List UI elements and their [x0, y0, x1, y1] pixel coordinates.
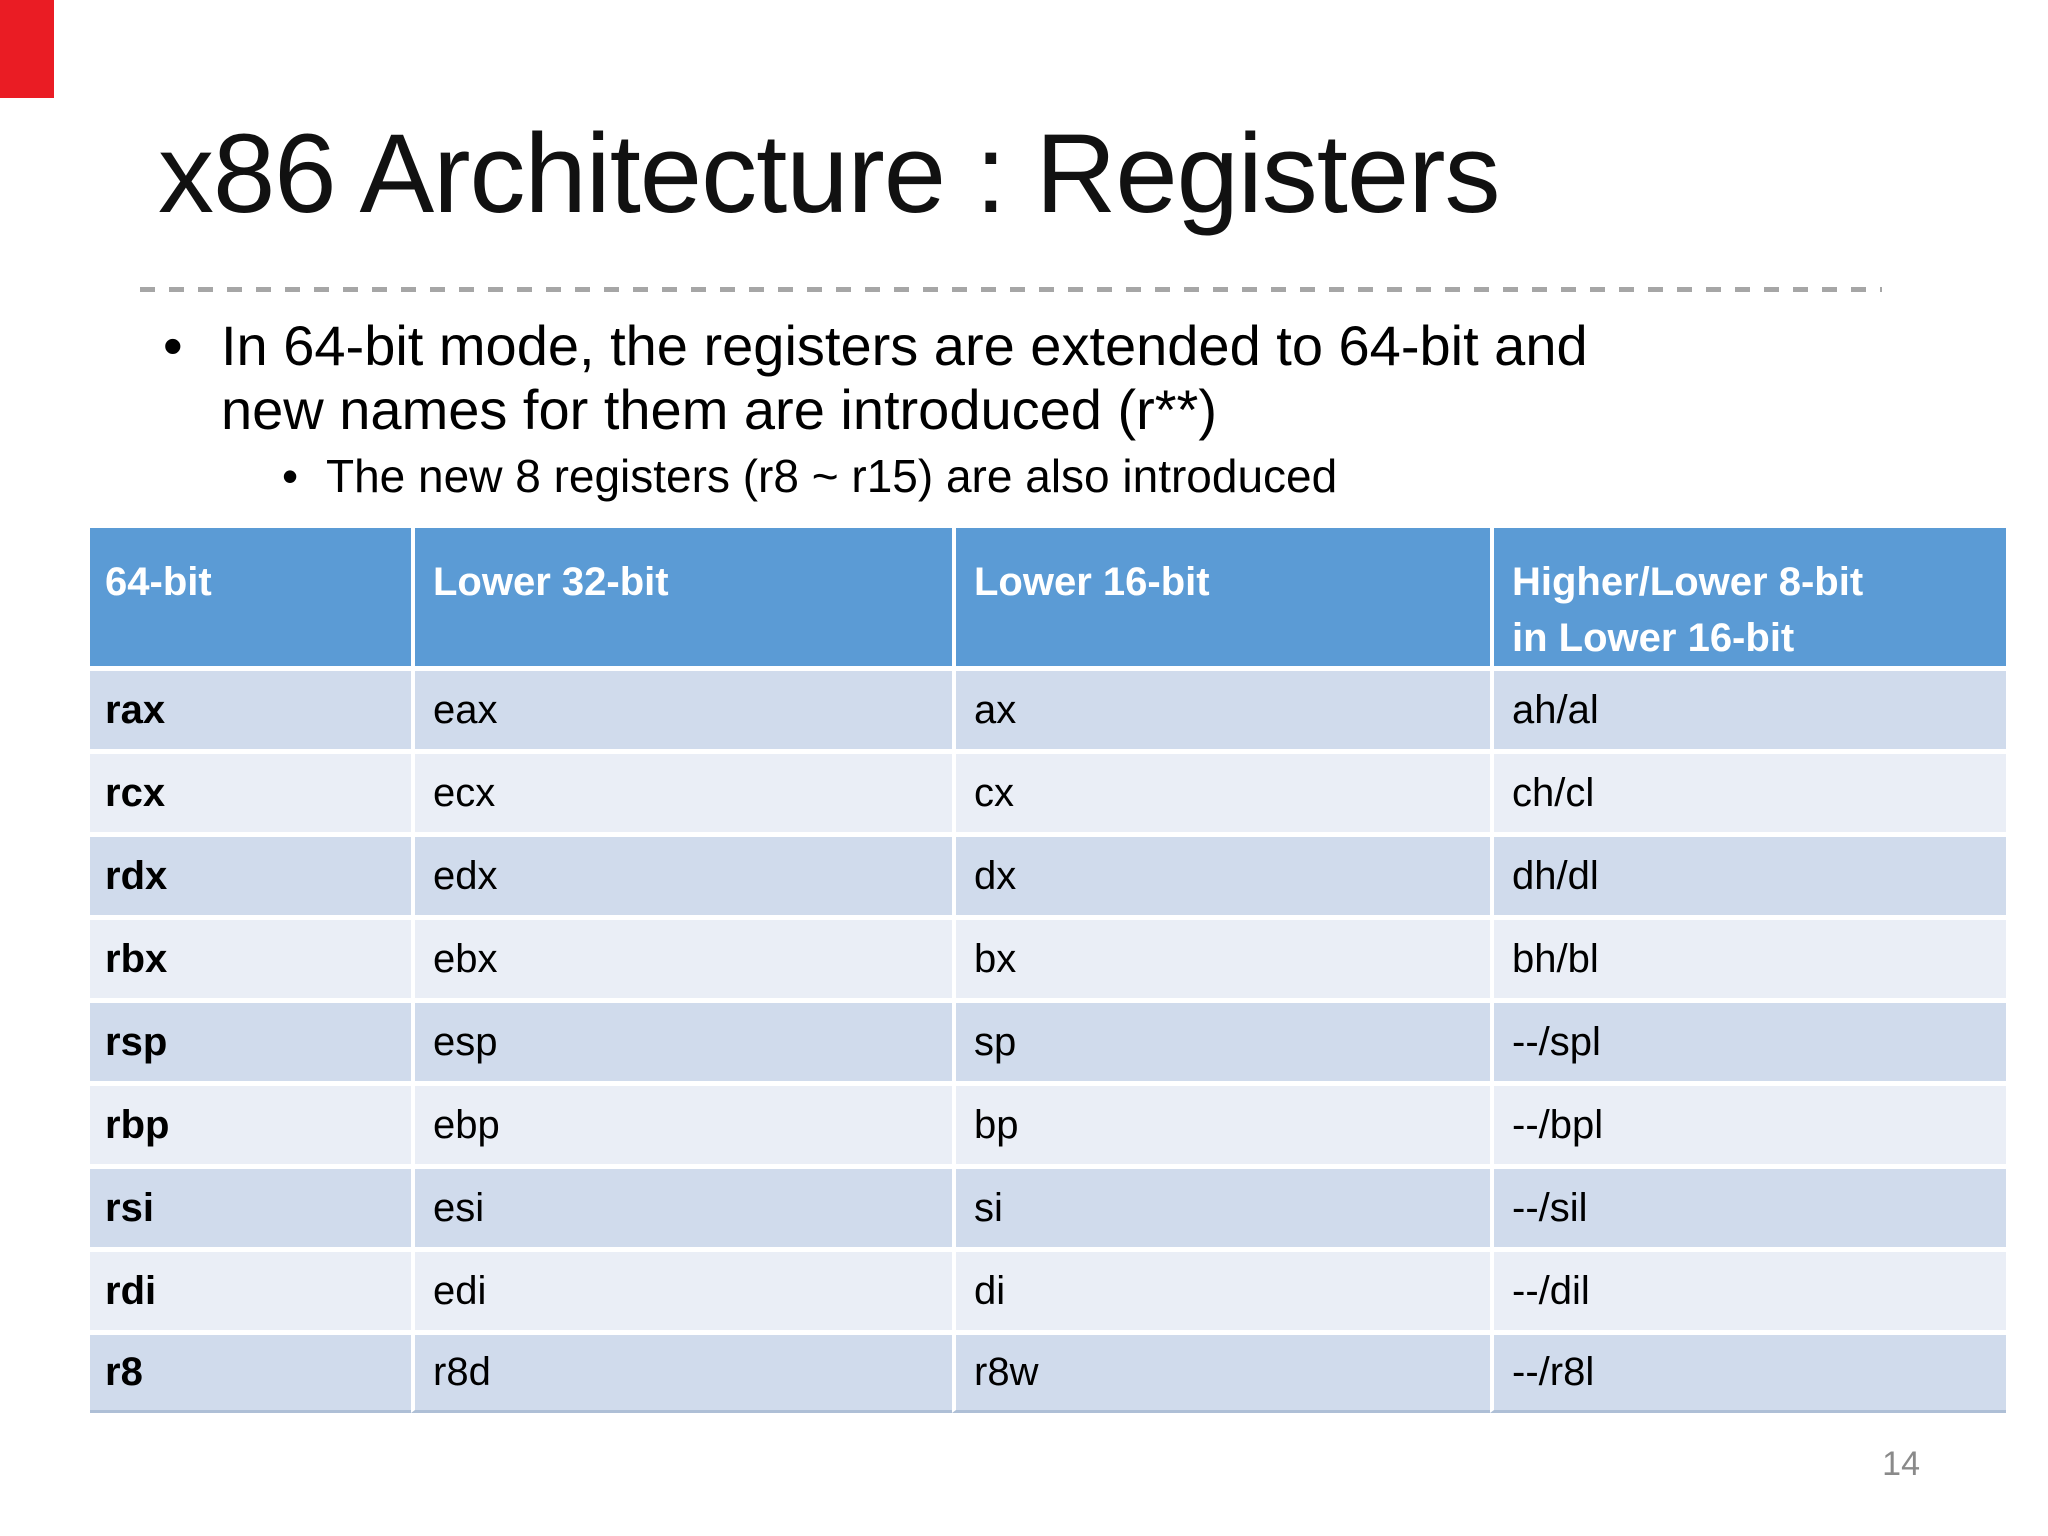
table-cell: eax — [411, 671, 952, 749]
header-cell-label: 64-bit — [105, 560, 212, 604]
table-cell: ebp — [411, 1086, 952, 1164]
table-cell: dh/dl — [1490, 837, 2006, 915]
table-cell: rdi — [90, 1252, 411, 1330]
table-cell: edx — [411, 837, 952, 915]
header-cell-label: Lower 16-bit — [974, 560, 1210, 604]
table-cell: ch/cl — [1490, 754, 2006, 832]
table-cell: rsi — [90, 1169, 411, 1247]
table-cell: dx — [952, 837, 1490, 915]
table-row: rdi edi di --/dil — [90, 1252, 2006, 1330]
table-row: rsp esp sp --/spl — [90, 1003, 2006, 1081]
table-row: r8 r8d r8w --/r8l — [90, 1335, 2006, 1413]
page-title: x86 Architecture : Registers — [158, 111, 1500, 236]
table-cell: sp — [952, 1003, 1490, 1081]
table-cell: --/spl — [1490, 1003, 2006, 1081]
bullet-main-line-1: In 64-bit mode, the registers are extend… — [221, 314, 1588, 377]
table-cell: --/sil — [1490, 1169, 2006, 1247]
table-header-row: 64-bit Lower 32-bit Lower 16-bit Higher/… — [90, 528, 2006, 666]
bullet-main-line-2: new names for them are introduced (r**) — [221, 378, 1217, 441]
table-cell: bp — [952, 1086, 1490, 1164]
bullet-main-text: In 64-bit mode, the registers are extend… — [221, 314, 1588, 442]
table-cell: edi — [411, 1252, 952, 1330]
table-row: rbp ebp bp --/bpl — [90, 1086, 2006, 1164]
table-cell: --/r8l — [1490, 1335, 2006, 1413]
header-cell-lower-16bit: Lower 16-bit — [952, 528, 1490, 666]
title-divider-dashed-line — [140, 287, 1882, 292]
table-cell: rdx — [90, 837, 411, 915]
table-cell: ax — [952, 671, 1490, 749]
table-cell: ah/al — [1490, 671, 2006, 749]
bullet-item-main: • In 64-bit mode, the registers are exte… — [163, 314, 1588, 442]
header-cell-higher-lower-8bit: Higher/Lower 8-bit in Lower 16-bit — [1490, 528, 2006, 666]
table-cell: si — [952, 1169, 1490, 1247]
table-cell: r8 — [90, 1335, 411, 1413]
registers-table: 64-bit Lower 32-bit Lower 16-bit Higher/… — [90, 523, 2006, 1418]
bullet-sub-line-1: The new 8 registers (r8 ~ r15) are also … — [326, 450, 1338, 502]
bullet-icon: • — [163, 314, 183, 377]
table-cell: rbp — [90, 1086, 411, 1164]
table-cell: esp — [411, 1003, 952, 1081]
table-row: rdx edx dx dh/dl — [90, 837, 2006, 915]
table-cell: rax — [90, 671, 411, 749]
table-cell: ebx — [411, 920, 952, 998]
table-row: rsi esi si --/sil — [90, 1169, 2006, 1247]
table-cell: cx — [952, 754, 1490, 832]
header-cell-label: Lower 32-bit — [433, 560, 669, 604]
header-cell-label-line-2: in Lower 16-bit — [1512, 616, 1795, 660]
slide-page-number: 14 — [1882, 1445, 1920, 1483]
table-cell: di — [952, 1252, 1490, 1330]
table-cell: rsp — [90, 1003, 411, 1081]
header-cell-lower-32bit: Lower 32-bit — [411, 528, 952, 666]
table-cell: r8w — [952, 1335, 1490, 1413]
bullet-item-sub: • The new 8 registers (r8 ~ r15) are als… — [282, 448, 1337, 504]
table-cell: bh/bl — [1490, 920, 2006, 998]
header-cell-label-line-1: Higher/Lower 8-bit — [1512, 560, 1864, 604]
header-cell-64bit: 64-bit — [90, 528, 411, 666]
table-cell: --/bpl — [1490, 1086, 2006, 1164]
table-cell: --/dil — [1490, 1252, 2006, 1330]
bullet-sub-text: The new 8 registers (r8 ~ r15) are also … — [326, 448, 1337, 504]
bullet-icon: • — [282, 450, 299, 502]
table-cell: esi — [411, 1169, 952, 1247]
table-cell: rcx — [90, 754, 411, 832]
table-cell: r8d — [411, 1335, 952, 1413]
table-cell: ecx — [411, 754, 952, 832]
table-row: rbx ebx bx bh/bl — [90, 920, 2006, 998]
slide-corner-accent — [0, 0, 54, 98]
table-row: rax eax ax ah/al — [90, 671, 2006, 749]
table-row: rcx ecx cx ch/cl — [90, 754, 2006, 832]
table-cell: bx — [952, 920, 1490, 998]
table-cell: rbx — [90, 920, 411, 998]
